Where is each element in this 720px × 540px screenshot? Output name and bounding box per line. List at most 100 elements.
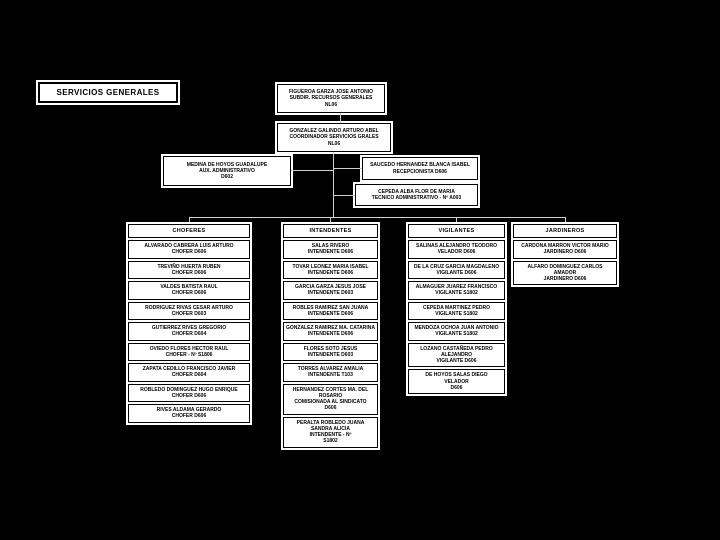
person-name: ALFARO DOMINGUEZ CARLOS AMADOR <box>527 263 603 276</box>
person-role: JARDINERO D606 <box>543 249 587 256</box>
person-role: CHOFER D606 <box>171 290 207 297</box>
org-member-box: TORRES ALVAREZ AMALIA INTENDENTE T103 <box>283 363 378 382</box>
person-role: INTENDENTE D606 <box>307 331 354 338</box>
person-name: RODRIGUEZ RIVAS CESAR ARTURO <box>145 304 233 311</box>
person-name: ROBLES RAMIREZ SAN JUANA <box>292 304 369 311</box>
page-title: SERVICIOS GENERALES <box>38 82 178 103</box>
org-member-box: TOVAR LEONEZ MARIA ISABEL INTENDENTE D60… <box>283 260 378 279</box>
org-member-box: SALAS RIVERO INTENDENTE D606 <box>283 240 378 259</box>
person-role: VIGILANTE D606 <box>436 269 477 276</box>
person-role: VIGILANTE S1802 <box>435 290 478 297</box>
person-role: CHOFER - Nº S1806 <box>165 351 213 358</box>
page-title-label: SERVICIOS GENERALES <box>56 87 160 97</box>
person-role: VIGILANTE S1802 <box>435 331 478 338</box>
person-name: FIGUEROA GARZA JOSE ANTONIO <box>288 89 374 96</box>
person-name: SAUCEDO HERNANDEZ BLANCA ISABEL <box>370 162 470 169</box>
person-name: PERALTA ROBLEDO JUANA SANDRA ALICIA <box>296 419 365 432</box>
column-choferes: CHOFERES ALVARADO CABRERA LUIS ARTURO CH… <box>128 224 250 423</box>
person-role: INTENDENTE D603 <box>307 290 354 297</box>
position-code: NL06 <box>327 140 341 147</box>
connector-line <box>291 170 333 171</box>
column-header: VIGILANTES <box>408 224 505 238</box>
person-role: CHOFER D606 <box>171 249 207 256</box>
org-member-box: HERNANDEZ CORTES MA. DEL ROSARIO COMISIO… <box>283 383 378 415</box>
org-box-recepcionista: SAUCEDO HERNANDEZ BLANCA ISABEL RECEPCIO… <box>362 157 478 180</box>
column-header: INTENDENTES <box>283 224 378 238</box>
column-vigilantes: VIGILANTES SALINAS ALEJANDRO TEODORO VEL… <box>408 224 505 394</box>
person-role: CHOFER D606 <box>171 413 207 420</box>
person-name: ZAPATA CEDILLO FRANCISCO JAVIER <box>142 366 236 372</box>
org-member-box: GONZALEZ RAMIREZ MA. CATARINA INTENDENTE… <box>283 322 378 341</box>
person-name: ALVARADO CABRERA LUIS ARTURO <box>144 243 234 249</box>
person-role: RECEPCIONISTA D606 <box>393 168 447 175</box>
column-intendentes: INTENDENTES SALAS RIVERO INTENDENTE D606… <box>283 224 378 448</box>
person-name: HERNANDEZ CORTES MA. DEL ROSARIO <box>292 386 369 399</box>
connector-line <box>565 217 566 225</box>
person-role: INTENDENTE D606 <box>307 269 354 276</box>
person-name: ALMAGUER JUAREZ FRANCISCO <box>415 284 498 290</box>
person-name: LOZANO CASTAÑEDA PEDRO ALEJANDRO <box>420 345 493 358</box>
person-name: RIVES ALDAMA GERARDO <box>156 407 222 413</box>
org-box-subdirector: FIGUEROA GARZA JOSE ANTONIO SUBDIR. RECU… <box>277 84 385 113</box>
person-name: TORRES ALVAREZ AMALIA <box>297 366 364 372</box>
person-role: INTENDENTE D606 <box>307 310 354 317</box>
person-name: MENDOZA OCHOA JUAN ANTONIO <box>414 325 499 331</box>
person-role: INTENDENTE T103 <box>308 372 353 379</box>
person-role: CHOFER D606 <box>171 269 207 276</box>
person-name: TOVAR LEONEZ MARIA ISABEL <box>292 263 369 270</box>
person-role: JARDINERO D606 <box>543 276 587 282</box>
org-member-box: CARDONA MARRON VICTOR MARIO JARDINERO D6… <box>513 240 617 259</box>
connector-line <box>340 113 341 123</box>
person-name: MEDINA DE HOYOS GUADALUPE <box>186 161 268 168</box>
connector-line <box>333 152 334 218</box>
person-role: CHOFER D606 <box>171 392 207 399</box>
person-role: CHOFER D604 <box>171 372 207 379</box>
org-member-box: ALFARO DOMINGUEZ CARLOS AMADOR JARDINERO… <box>513 260 617 286</box>
org-member-box: MENDOZA OCHOA JUAN ANTONIO VIGILANTE S18… <box>408 322 505 341</box>
person-role: CHOFER D604 <box>171 331 207 338</box>
person-name: GARCIA GARZA JESUS JOSE <box>294 284 367 290</box>
person-name: GONZALEZ RAMIREZ MA. CATARINA <box>286 325 375 331</box>
org-member-box: RODRIGUEZ RIVAS CESAR ARTURO CHOFER D603 <box>128 301 250 320</box>
person-name: DE HOYOS SALAS DIEGO <box>425 372 488 379</box>
org-box-tecnico-administrativo: CEPEDA ALBA FLOR DE MARIA TECNICO ADMINI… <box>355 184 478 206</box>
org-member-box: ROBLES RAMIREZ SAN JUANA INTENDENTE D606 <box>283 301 378 320</box>
org-member-box: GARCIA GARZA JESUS JOSE INTENDENTE D603 <box>283 281 378 300</box>
org-member-box: ALMAGUER JUAREZ FRANCISCO VIGILANTE S180… <box>408 281 505 300</box>
person-role: VIGILANTE S1802 <box>435 310 478 317</box>
person-name: SALINAS ALEJANDRO TEODORO <box>416 243 497 249</box>
org-box-aux-administrativo: MEDINA DE HOYOS GUADALUPE AUX. ADMINISTR… <box>163 156 291 186</box>
person-role: VELADOR D606 <box>444 378 469 391</box>
org-member-box: CEPEDA MARTINEZ PEDRO VIGILANTE S1802 <box>408 301 505 320</box>
org-member-box: PERALTA ROBLEDO JUANA SANDRA ALICIA INTE… <box>283 416 378 448</box>
person-role: SUBDIR. RECURSOS GENERALES <box>289 95 373 102</box>
org-member-box: ALVARADO CABRERA LUIS ARTURO CHOFER D606 <box>128 240 250 259</box>
person-name: CARDONA MARRON VICTOR MARIO <box>521 243 609 249</box>
connector-line <box>189 217 190 225</box>
position-code: D602 <box>221 174 233 181</box>
person-name: TREVIÑO HUERTA RUBEN <box>157 263 221 270</box>
column-jardineros: JARDINEROS CARDONA MARRON VICTOR MARIO J… <box>513 224 617 286</box>
person-role: VIGILANTE D606 <box>436 358 477 364</box>
column-header: JARDINEROS <box>513 224 617 238</box>
person-name: ROBLEDO DOMINGUEZ HUGO ENRIQUE <box>140 386 238 393</box>
person-name: GONZALEZ GALINDO ARTURO ABEL <box>289 128 379 135</box>
person-role: AUX. ADMINISTRATIVO <box>199 167 255 174</box>
person-role: COORDINADOR SERVICIOS GRALES <box>289 134 379 141</box>
connector-line <box>456 217 457 225</box>
connector-line <box>334 168 362 169</box>
person-name: VALDES BATISTA RAUL <box>160 284 218 290</box>
person-role: INTENDENTE D603 <box>307 351 354 358</box>
person-name: DE LA CRUZ GARCIA MAGDALENO <box>413 263 500 270</box>
person-role: COMISIONADA AL SINDICATO D606 <box>294 399 367 412</box>
org-member-box: LOZANO CASTAÑEDA PEDRO ALEJANDRO VIGILAN… <box>408 342 505 368</box>
person-role: INTENDENTE - Nº S1802 <box>309 432 352 445</box>
org-member-box: ZAPATA CEDILLO FRANCISCO JAVIER CHOFER D… <box>128 363 250 382</box>
connector-line <box>334 195 355 196</box>
connector-line <box>189 217 566 218</box>
connector-line <box>330 217 331 225</box>
person-name: GUTIERREZ RIVES GREGORIO <box>151 325 227 331</box>
position-code: NL06 <box>324 101 338 108</box>
org-member-box: RIVES ALDAMA GERARDO CHOFER D606 <box>128 404 250 423</box>
org-member-box: ROBLEDO DOMINGUEZ HUGO ENRIQUE CHOFER D6… <box>128 383 250 402</box>
